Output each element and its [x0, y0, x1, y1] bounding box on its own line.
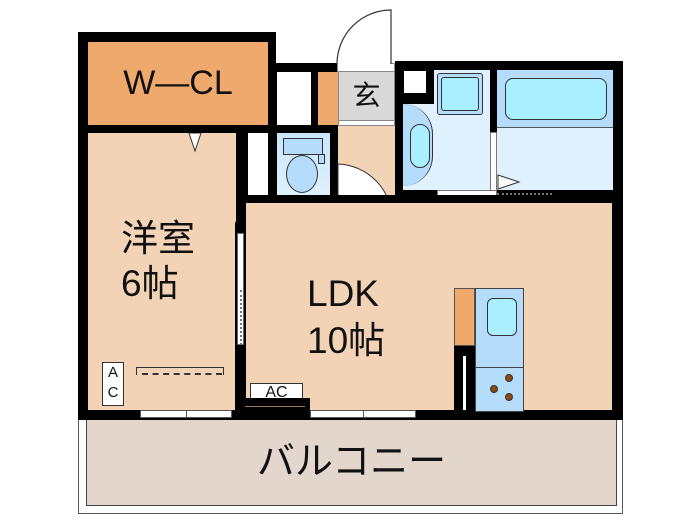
sliding-door-track: [240, 290, 242, 345]
balcony-label: バルコニー: [256, 441, 447, 483]
ac-pillar-line: [245, 406, 305, 407]
entry-door-swing-icon: [336, 9, 392, 65]
toilet-tank: [283, 138, 323, 155]
door-swing-indicator-icon: [188, 133, 202, 153]
storage-niche: [404, 71, 426, 93]
stove-burner-icon: [505, 374, 513, 382]
ldk-label-name: LDK: [307, 273, 379, 314]
kitchen-partition-gap: [463, 356, 466, 410]
ceiling-storage-dash-line: [142, 373, 222, 375]
toilet-control: [318, 154, 325, 164]
ac-label-bottom: C: [107, 384, 119, 401]
western-room-label-name: 洋室: [121, 218, 195, 259]
ac-unit-ldk: AC: [250, 383, 303, 401]
washroom-door-track: [497, 193, 552, 195]
entrance-step: [338, 120, 395, 126]
bathtub-icon: [505, 78, 607, 120]
toilet-bowl-icon: [286, 155, 318, 193]
ldk-label-size: 10帖: [307, 320, 386, 361]
ac-label-top: A: [107, 364, 118, 381]
stove-burner-icon: [505, 393, 513, 401]
sink-basin-icon: [410, 124, 430, 168]
walk-in-closet-floor: [88, 42, 268, 125]
western-room-label-size: 6帖: [121, 263, 179, 304]
ldk-window-divider: [363, 410, 364, 418]
ldk-floor-top-left: [246, 230, 256, 240]
kitchen-sink-icon: [487, 298, 517, 336]
shoe-closet: [318, 72, 338, 125]
walk-in-closet-label: W—CL: [123, 64, 233, 102]
kitchen-fridge-space: [454, 288, 475, 346]
window-divider: [186, 410, 187, 418]
washing-machine-drum: [441, 77, 479, 111]
ceiling-storage-dashed: [136, 367, 224, 375]
storage-closet: [277, 72, 311, 125]
ac-wall-pillar: [240, 398, 310, 420]
bath-divider-wall: [490, 70, 497, 132]
bathroom-door[interactable]: [490, 132, 497, 192]
ac-ldk-label: AC: [265, 384, 288, 401]
entrance-label: 玄: [352, 80, 381, 111]
entrance-area: [338, 72, 395, 125]
ac-unit-western-room: A C: [102, 362, 124, 406]
stove-burner-icon: [490, 385, 498, 393]
balcony-floor: [86, 418, 617, 506]
kitchen-stove-divider: [475, 367, 524, 368]
ldk-floor: [246, 203, 612, 410]
bath-door-indicator-icon: [497, 174, 521, 190]
